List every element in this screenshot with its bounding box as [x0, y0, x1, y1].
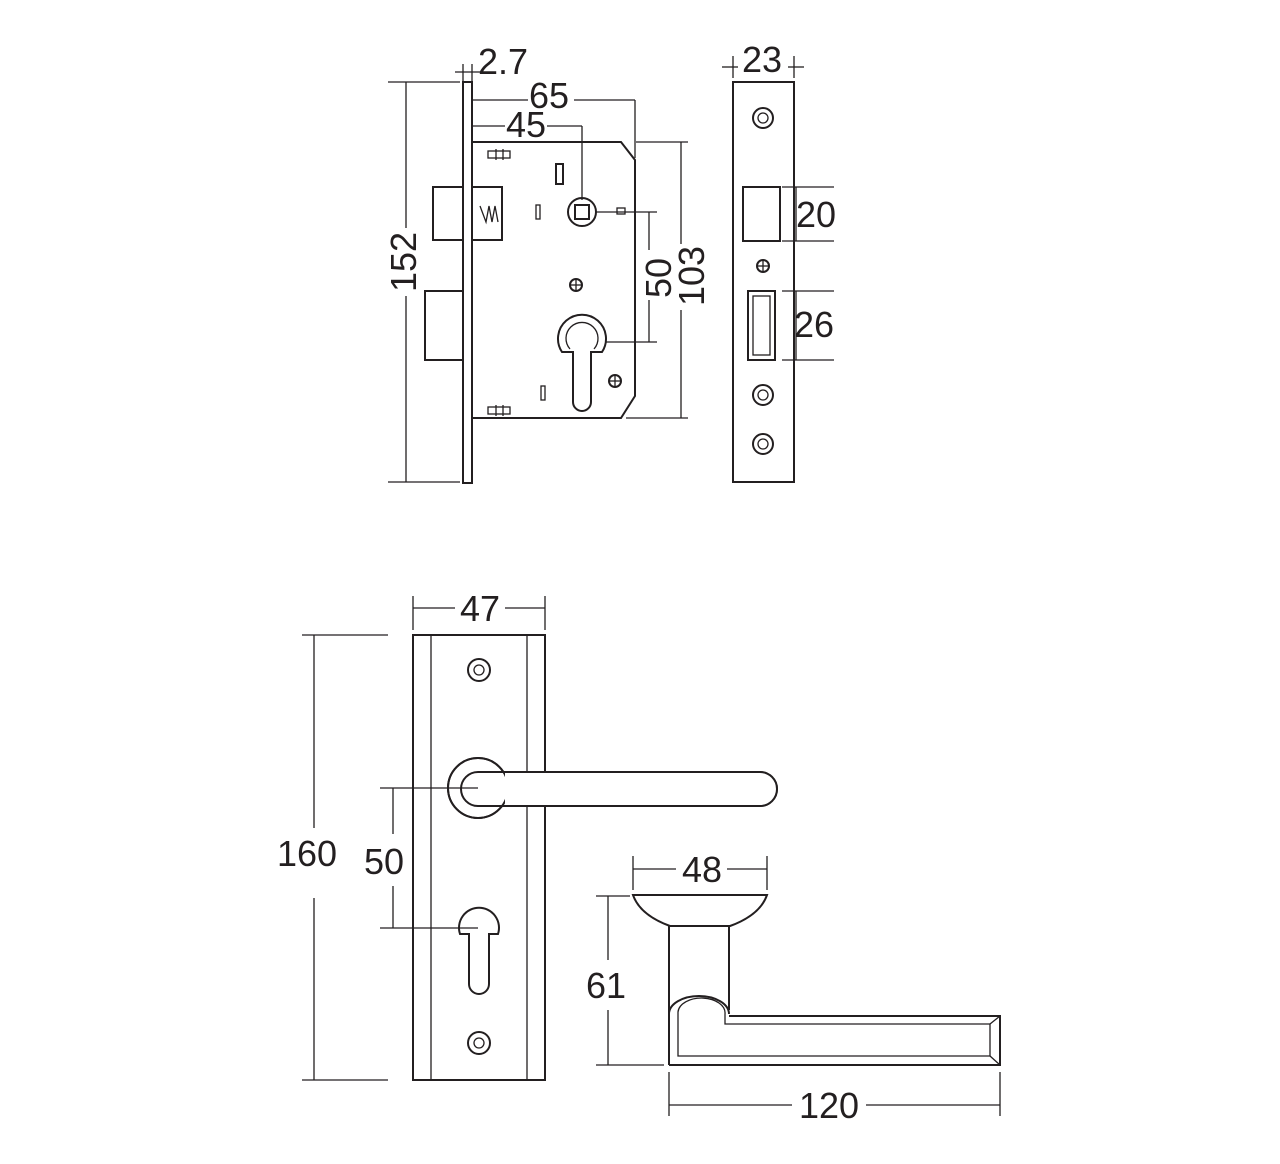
- dimension-label: 20: [796, 194, 836, 235]
- screw-icon: [756, 259, 770, 273]
- dimension-label: 152: [383, 232, 424, 292]
- deadbolt-opening: [747, 290, 776, 361]
- screw-hole: [752, 107, 774, 129]
- dimension-faceplate-height: [388, 81, 460, 483]
- dimension-label: 120: [799, 1085, 859, 1126]
- front-faceplate: [732, 81, 795, 483]
- spindle-square: [574, 204, 590, 220]
- cylinder-cutout: [557, 313, 607, 412]
- escutcheon-front-view: 47 160 50: [277, 588, 778, 1081]
- rivet: [487, 405, 511, 416]
- dimension-label: 47: [460, 588, 500, 629]
- latch-bolt: [432, 186, 464, 241]
- rivet: [487, 149, 511, 160]
- dimension-label: 103: [671, 246, 712, 306]
- dimension-label: 61: [586, 965, 626, 1006]
- latch-housing: [471, 186, 503, 241]
- dimension-label: 50: [364, 841, 404, 882]
- lever-handle: [669, 1015, 1001, 1066]
- dimension-center-distance: [380, 787, 478, 929]
- latch-opening: [742, 186, 781, 242]
- screw-hole: [752, 433, 774, 455]
- dimension-plate-height: [302, 634, 388, 1081]
- dimension-faceplate-width: [722, 56, 804, 78]
- dimension-rose-diameter: [632, 856, 768, 890]
- lever-bevel: [989, 1015, 1001, 1025]
- lock-case: [472, 141, 636, 419]
- lever-rose-side: [631, 894, 769, 927]
- dimension-label: 2.7: [478, 41, 528, 82]
- escutcheon-plate: [412, 634, 546, 1081]
- screw-hole: [467, 658, 491, 682]
- dimension-backset: [472, 125, 583, 200]
- lever-knuckle: [668, 995, 730, 1015]
- dimension-label: 50: [638, 258, 679, 298]
- dimension-faceplate-thickness: [455, 64, 480, 82]
- lever-handle-inner: [677, 997, 991, 1057]
- dimension-plate-width: [412, 596, 546, 630]
- dimension-center-distance: [596, 211, 657, 343]
- dimension-projection: [596, 895, 664, 1066]
- mortise-side-view: 2.7 65 45 152 50: [383, 41, 712, 484]
- dimension-label: 160: [277, 833, 337, 874]
- dimension-deadbolt-height: [782, 290, 834, 361]
- dimension-label: 48: [682, 849, 722, 890]
- latch-spring: [479, 205, 499, 225]
- lever-bevel: [989, 1055, 1001, 1066]
- lever-arm-front: [505, 771, 778, 807]
- dimension-total-depth: [472, 99, 636, 158]
- screw-hole: [467, 1031, 491, 1055]
- dimension-body-height: [626, 141, 688, 419]
- dimension-lever-length: [668, 1072, 1001, 1116]
- dimension-label: 65: [529, 75, 569, 116]
- mortise-front-view: 23 20 26: [722, 39, 836, 483]
- dimension-label: 23: [742, 39, 782, 80]
- cylinder-hole: [458, 906, 500, 995]
- deadbolt: [424, 290, 464, 361]
- screw-icon: [569, 278, 583, 292]
- dimension-label: 26: [794, 304, 834, 345]
- dimension-label: 45: [506, 104, 546, 145]
- slot: [555, 163, 564, 185]
- dimension-latch-height: [782, 186, 834, 242]
- screw-icon: [608, 374, 622, 388]
- screw-hole: [752, 384, 774, 406]
- slot: [540, 385, 546, 401]
- slot: [616, 207, 626, 215]
- faceplate: [462, 81, 473, 484]
- deadbolt-opening-inner: [752, 295, 771, 356]
- slot: [535, 204, 541, 220]
- cylinder-cutout-inner: [565, 321, 599, 350]
- lever-side-view: 48 61 120: [586, 849, 1001, 1126]
